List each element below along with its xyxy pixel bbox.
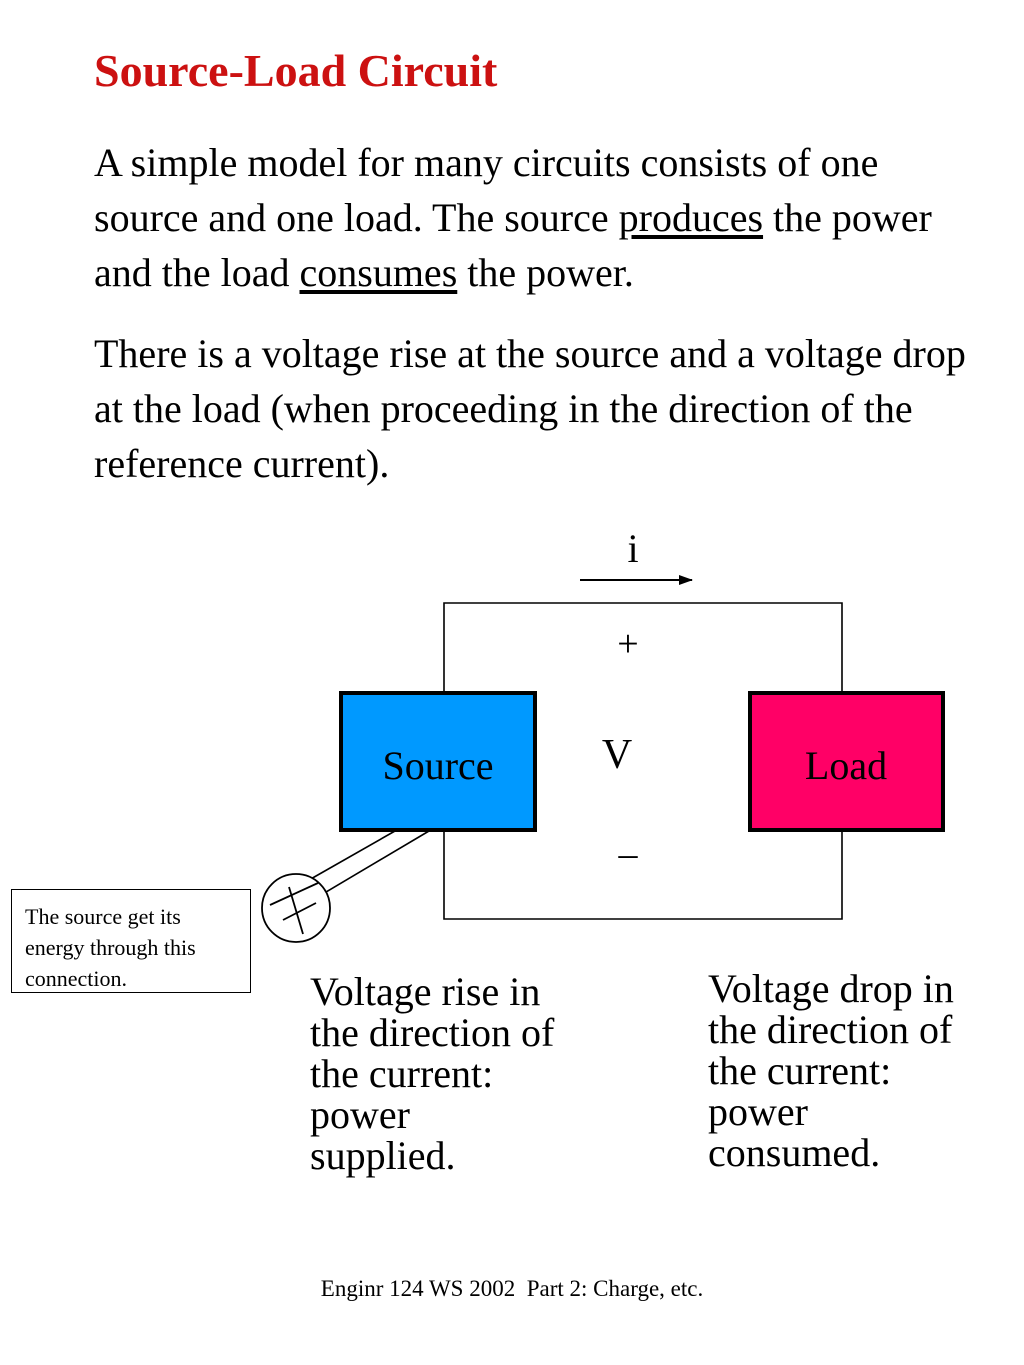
power-cord-upper — [308, 830, 396, 881]
intro-text-middle: the power and the load — [94, 195, 932, 295]
power-cord-lower — [320, 830, 430, 896]
page-title: Source-Load Circuit — [94, 45, 498, 96]
caption-line: Voltage drop in — [708, 966, 954, 1011]
minus-label: – — [618, 833, 639, 875]
caption-line: the current: — [708, 1048, 892, 1093]
caption-line: power — [708, 1089, 808, 1134]
intro-text-start: A simple model for many circuits consist… — [94, 140, 879, 240]
source-block — [339, 691, 537, 832]
current-label: i — [627, 526, 638, 571]
voltage-label: V — [602, 732, 632, 778]
produces-underlined: produces — [618, 195, 764, 240]
load-label: Load — [805, 743, 887, 788]
source-label: Source — [382, 743, 493, 788]
voltage-drop-caption: Voltage drop in the direction of the cur… — [708, 968, 1008, 1173]
plus-label: + — [617, 623, 638, 665]
bottom-wire — [443, 831, 843, 920]
caption-line: the direction of — [310, 1010, 555, 1055]
energy-note: The source get its energy through this c… — [11, 889, 251, 993]
caption-line: the direction of — [708, 1007, 953, 1052]
caption-line: Voltage rise in — [310, 969, 541, 1014]
caption-line: consumed. — [708, 1130, 881, 1175]
load-block — [748, 691, 945, 832]
caption-line: the current: — [310, 1051, 494, 1096]
voltage-rise-caption: Voltage rise in the direction of the cur… — [310, 971, 610, 1176]
consumes-underlined: consumes — [299, 250, 458, 295]
caption-line: power — [310, 1092, 410, 1137]
intro-paragraph: A simple model for many circuits consist… — [94, 135, 974, 300]
voltage-paragraph: There is a voltage rise at the source an… — [94, 331, 966, 486]
footer: Enginr 124 WS 2002 Part 2: Charge, etc. — [320, 1276, 704, 1301]
intro-text-end: the power. — [457, 250, 634, 295]
caption-line: supplied. — [310, 1133, 456, 1178]
plug-icon — [261, 873, 331, 943]
top-wire — [443, 602, 843, 693]
